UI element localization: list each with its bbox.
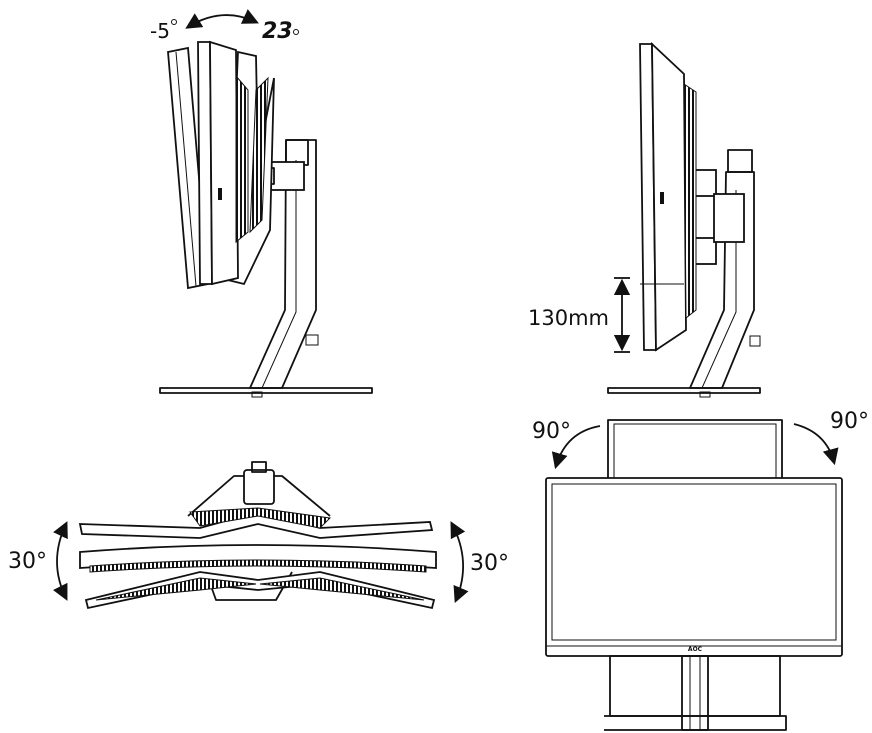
pivot-stand-back bbox=[609, 655, 781, 717]
swivel-panel: 30° 30° bbox=[8, 461, 509, 610]
pivot-portrait-outline bbox=[607, 419, 783, 483]
height-stand-base bbox=[607, 387, 761, 394]
swivel-lower-grill-right bbox=[259, 577, 425, 601]
brand-logo: AOC bbox=[688, 646, 703, 653]
height-neck-clip bbox=[749, 335, 761, 347]
pivot-right-arrow bbox=[793, 423, 839, 466]
tilt-back-bezel bbox=[175, 51, 197, 287]
pivot-stand-neck bbox=[681, 655, 709, 731]
tilt-upright-button bbox=[218, 188, 222, 200]
height-panel: 130mm bbox=[528, 41, 761, 398]
pivot-stand-base bbox=[604, 715, 787, 731]
tilt-back-degree-icon bbox=[171, 19, 177, 25]
tilt-forward-label: 23 bbox=[262, 19, 293, 44]
tilt-forward-grill bbox=[249, 76, 269, 234]
swivel-upper-grill bbox=[189, 507, 332, 529]
tilt-stand-base bbox=[159, 387, 373, 394]
tilt-base-foot bbox=[251, 391, 263, 398]
height-monitor-button bbox=[660, 192, 664, 204]
height-stand-handle bbox=[727, 149, 753, 173]
pivot-screen bbox=[551, 483, 837, 641]
pivot-left-label: 90° bbox=[532, 419, 571, 444]
pivot-left-arrow bbox=[551, 425, 601, 470]
tilt-neck-inner bbox=[261, 160, 297, 389]
tilt-stand-neck bbox=[249, 139, 317, 389]
pivot-monitor-landscape bbox=[545, 477, 843, 657]
pivot-right-label: 90° bbox=[830, 409, 869, 434]
swivel-lower-grill-left bbox=[95, 577, 257, 601]
swivel-middle-grill bbox=[89, 559, 427, 573]
swivel-neck-cap bbox=[251, 461, 267, 473]
height-monitor-grill bbox=[683, 83, 697, 320]
swivel-right-arrow bbox=[450, 521, 469, 603]
swivel-stand-neck bbox=[243, 469, 275, 505]
tilt-monitor-upright-body bbox=[209, 40, 239, 286]
tilt-arrow bbox=[185, 9, 259, 29]
tilt-upright-grill bbox=[235, 74, 249, 244]
height-monitor-body bbox=[651, 41, 687, 352]
tilt-forward-degree-icon bbox=[293, 29, 299, 35]
height-stand-neck bbox=[689, 171, 755, 389]
swivel-left-arrow bbox=[52, 521, 68, 601]
tilt-back-label: -5 bbox=[150, 19, 170, 43]
pivot-panel: AOC 90° 90° bbox=[532, 409, 869, 731]
height-slider bbox=[713, 193, 745, 243]
tilt-panel: -5 23 bbox=[150, 9, 373, 398]
pivot-portrait-inner bbox=[613, 423, 777, 481]
swivel-left-label: 30° bbox=[8, 549, 47, 574]
height-base-foot bbox=[699, 391, 711, 398]
swivel-right-label: 30° bbox=[470, 551, 509, 576]
height-label: 130mm bbox=[528, 306, 609, 330]
swivel-monitor-lower bbox=[84, 571, 436, 610]
tilt-neck-clip bbox=[305, 334, 319, 346]
